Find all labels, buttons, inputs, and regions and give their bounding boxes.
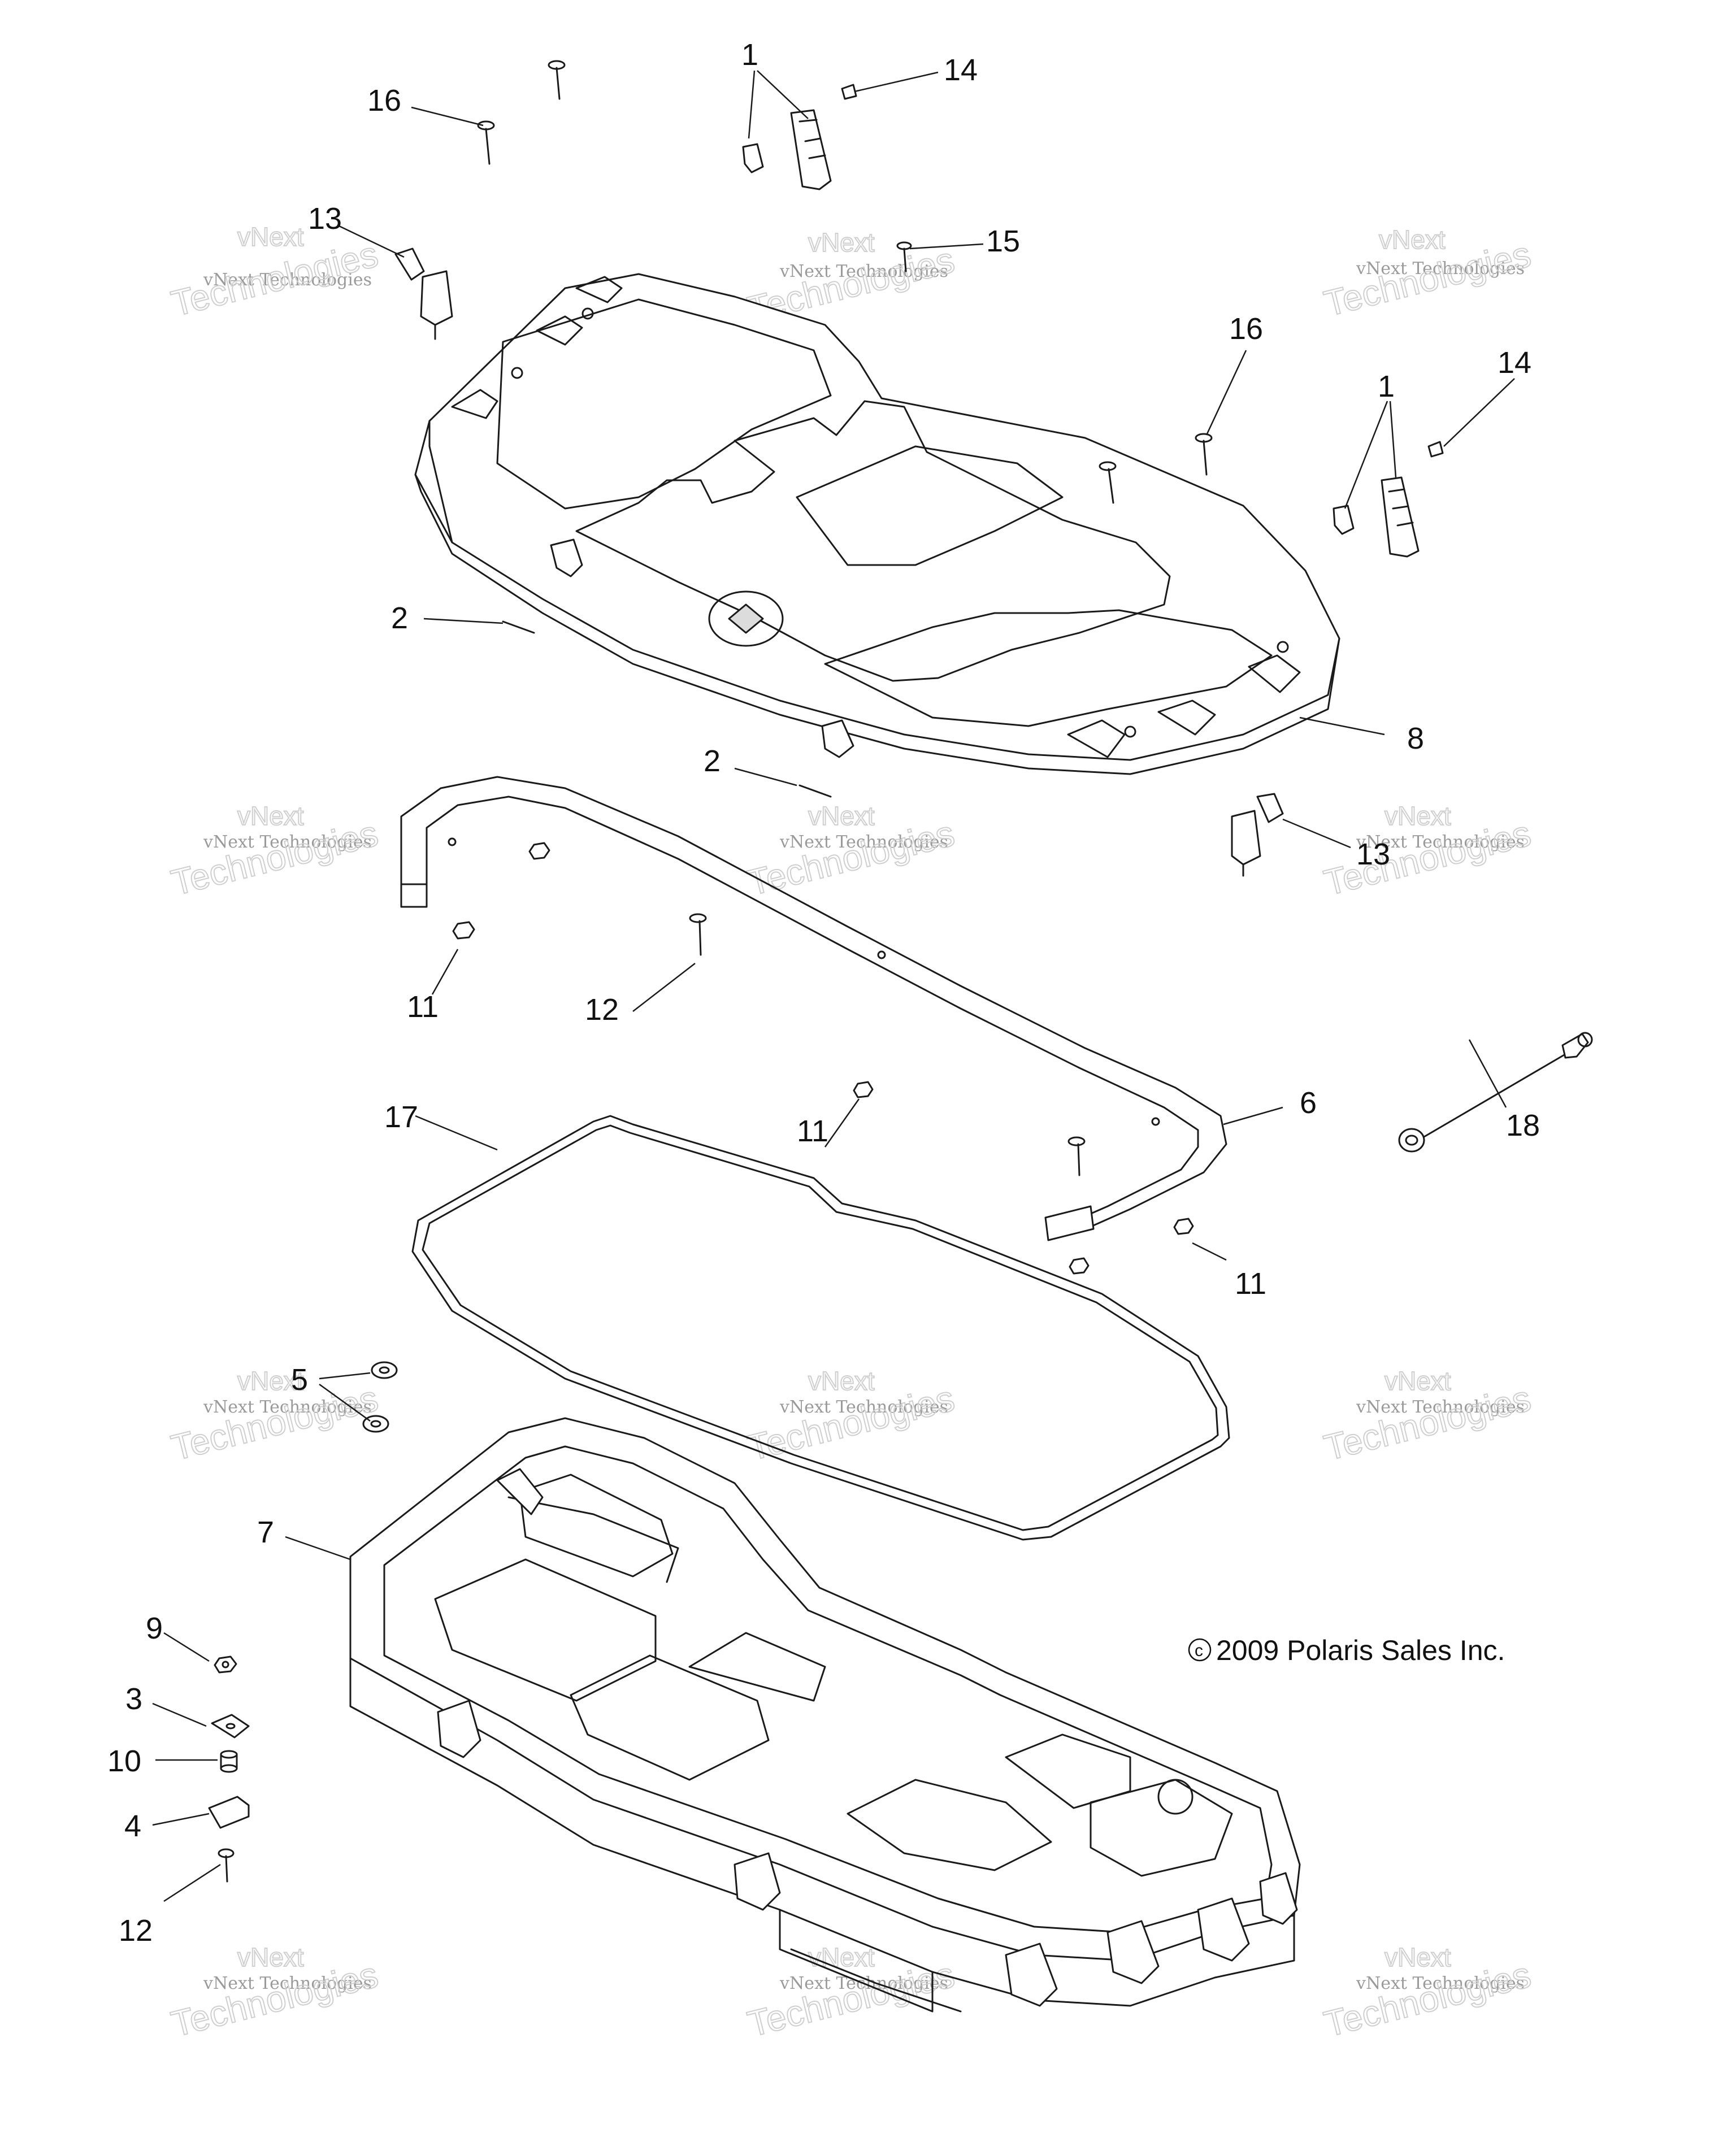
- copyright-symbol-letter: c: [1195, 1641, 1203, 1660]
- callout-16-lower: 16: [1229, 312, 1263, 346]
- svg-text:vNext Technologies: vNext Technologies: [203, 832, 372, 852]
- callout-6: 6: [1300, 1086, 1317, 1120]
- part-12-bolt-c: [218, 1848, 235, 1883]
- part-1-latch-lower: [1333, 476, 1420, 558]
- svg-text:vNext: vNext: [237, 801, 304, 831]
- watermark-10: vNext vNext Technologies Technologies: [167, 1942, 383, 2045]
- callout-12-b: 12: [119, 1914, 153, 1948]
- callout-2-right: 2: [704, 744, 721, 778]
- svg-text:vNext Technologies: vNext Technologies: [203, 1974, 372, 1993]
- callout-11-b: 11: [797, 1114, 828, 1148]
- svg-text:vNext Technologies: vNext Technologies: [203, 270, 372, 290]
- watermark-1: vNext vNext Technologies Technologies: [167, 221, 383, 325]
- callout-1-lower: 1: [1378, 370, 1395, 403]
- part-11-nut-b: [452, 921, 475, 940]
- callout-14-upper: 14: [944, 53, 978, 87]
- part-11-nut-d: [1173, 1218, 1194, 1235]
- part-1-latch-upper: [742, 109, 832, 190]
- part-14-rivet-b: [1427, 441, 1444, 458]
- callout-1-upper: 1: [741, 38, 758, 72]
- part-11-nut-e: [1069, 1257, 1090, 1275]
- part-17-seal: [411, 1115, 1230, 1541]
- callout-13-lower: 13: [1356, 837, 1390, 871]
- callout-16-upper: 16: [367, 84, 401, 118]
- svg-text:vNext Technologies: vNext Technologies: [779, 262, 948, 281]
- part-12-bolt-b: [1067, 1136, 1086, 1176]
- part-9-nut: [214, 1655, 237, 1674]
- watermark-3: vNext vNext Technologies Technologies: [1320, 224, 1535, 325]
- svg-text:vNext: vNext: [808, 228, 875, 257]
- watermark-9: vNext vNext Technologies Technologies: [1320, 1366, 1535, 1469]
- svg-text:vNext Technologies: vNext Technologies: [1356, 1974, 1525, 1993]
- watermark-2: vNext vNext Technologies Technologies: [743, 227, 959, 331]
- part-2-pin-b: [798, 784, 832, 798]
- part-16-bolt-c: [1195, 433, 1213, 476]
- callout-8: 8: [1407, 722, 1424, 755]
- svg-text:vNext: vNext: [1385, 801, 1451, 831]
- callout-14-lower: 14: [1498, 346, 1531, 380]
- part-2-pin-a: [502, 620, 535, 634]
- svg-text:vNext: vNext: [1385, 1366, 1451, 1396]
- callout-3: 3: [125, 1682, 142, 1716]
- svg-text:vNext Technologies: vNext Technologies: [1356, 832, 1525, 852]
- part-14-rivet-a: [841, 84, 857, 100]
- part-11-nut-a: [528, 842, 550, 860]
- svg-text:vNext: vNext: [808, 801, 875, 831]
- part-15-bolt: [896, 241, 912, 272]
- svg-text:vNext Technologies: vNext Technologies: [1356, 259, 1525, 279]
- part-10-spacer: [220, 1750, 238, 1773]
- copyright-notice: c 2009 Polaris Sales Inc.: [1188, 1635, 1505, 1666]
- watermark-11: vNext vNext Technologies Technologies: [743, 1942, 959, 2045]
- part-16-bolt-a: [477, 120, 495, 165]
- callout-15: 15: [986, 224, 1020, 258]
- part-18-tether: [1398, 1032, 1593, 1153]
- callout-7: 7: [257, 1515, 274, 1549]
- svg-text:vNext: vNext: [808, 1366, 875, 1396]
- svg-text:vNext Technologies: vNext Technologies: [779, 1397, 948, 1417]
- watermark-6: vNext vNext Technologies Technologies: [1320, 801, 1535, 904]
- svg-text:vNext Technologies: vNext Technologies: [203, 1397, 372, 1417]
- part-16-bolt-b: [548, 60, 566, 100]
- watermark-8: vNext vNext Technologies Technologies: [743, 1366, 959, 1469]
- callout-labels: 1 14 16 13 15 16 1 14 2 8 2 13 11 12 18 …: [107, 38, 1540, 1948]
- part-7-storage-tub: [349, 1417, 1301, 2013]
- copyright-text: 2009 Polaris Sales Inc.: [1216, 1635, 1505, 1666]
- part-11-nut-c: [853, 1081, 874, 1098]
- callout-17: 17: [384, 1100, 418, 1134]
- callout-2-left: 2: [391, 601, 408, 635]
- part-13-latch-upper: [394, 247, 453, 340]
- callout-9: 9: [146, 1611, 163, 1645]
- svg-text:vNext Technologies: vNext Technologies: [1356, 1397, 1525, 1417]
- watermark-4: vNext vNext Technologies Technologies: [167, 801, 383, 904]
- callout-10: 10: [107, 1744, 141, 1778]
- watermark-7: vNext vNext Technologies Technologies: [167, 1366, 383, 1469]
- svg-text:vNext Technologies: vNext Technologies: [779, 832, 948, 852]
- callout-12-a: 12: [585, 993, 619, 1027]
- svg-text:vNext: vNext: [237, 1943, 304, 1972]
- leader-lines: [152, 70, 1515, 1902]
- copyright-symbol: [1188, 1638, 1212, 1662]
- svg-text:vNext: vNext: [237, 1366, 304, 1396]
- svg-text:vNext: vNext: [808, 1943, 875, 1972]
- callout-4: 4: [124, 1809, 141, 1843]
- part-6-frame-rail: [400, 776, 1227, 1241]
- callout-13-upper: 13: [308, 202, 342, 236]
- part-16-bolt-d: [1099, 461, 1117, 504]
- callout-11-a: 11: [407, 990, 439, 1024]
- part-8-storage-lid: [414, 273, 1340, 775]
- part-13-latch-lower: [1231, 793, 1284, 877]
- callout-18: 18: [1506, 1109, 1540, 1142]
- svg-text:vNext: vNext: [1379, 225, 1446, 254]
- watermark-12: vNext vNext Technologies Technologies: [1320, 1942, 1535, 2045]
- part-3-clip: [211, 1714, 250, 1739]
- svg-text:vNext: vNext: [237, 222, 304, 251]
- part-4-bracket: [208, 1796, 250, 1829]
- callout-11-c: 11: [1235, 1267, 1266, 1301]
- callout-5: 5: [291, 1363, 308, 1397]
- part-12-bolt-a: [689, 913, 707, 956]
- svg-text:vNext: vNext: [1385, 1943, 1451, 1972]
